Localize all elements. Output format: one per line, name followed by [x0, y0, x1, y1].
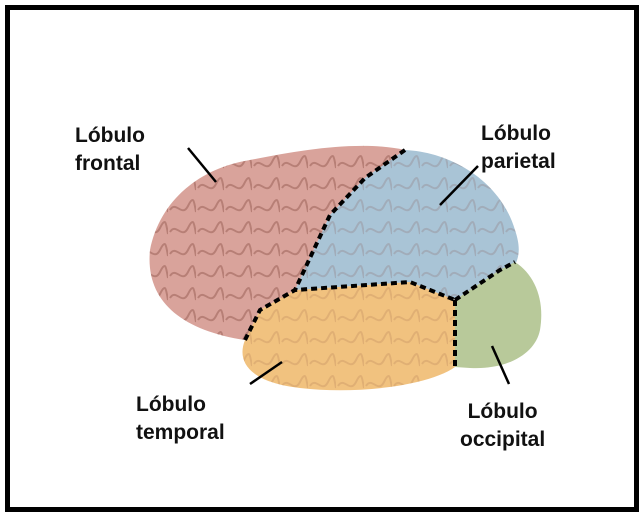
label-occipital-line2: occipital	[460, 426, 545, 454]
label-parietal-lobe: Lóbulo parietal	[481, 120, 556, 176]
label-parietal-line1: Lóbulo	[481, 120, 556, 148]
label-frontal-line1: Lóbulo	[75, 122, 145, 150]
label-temporal-lobe: Lóbulo temporal	[136, 391, 225, 447]
label-occipital-line1: Lóbulo	[460, 398, 545, 426]
label-parietal-line2: parietal	[481, 148, 556, 176]
label-temporal-line1: Lóbulo	[136, 391, 225, 419]
label-temporal-line2: temporal	[136, 419, 225, 447]
label-frontal-lobe: Lóbulo frontal	[75, 122, 145, 178]
label-frontal-line2: frontal	[75, 150, 145, 178]
label-occipital-lobe: Lóbulo occipital	[460, 398, 545, 454]
frontal-leader	[188, 148, 216, 182]
